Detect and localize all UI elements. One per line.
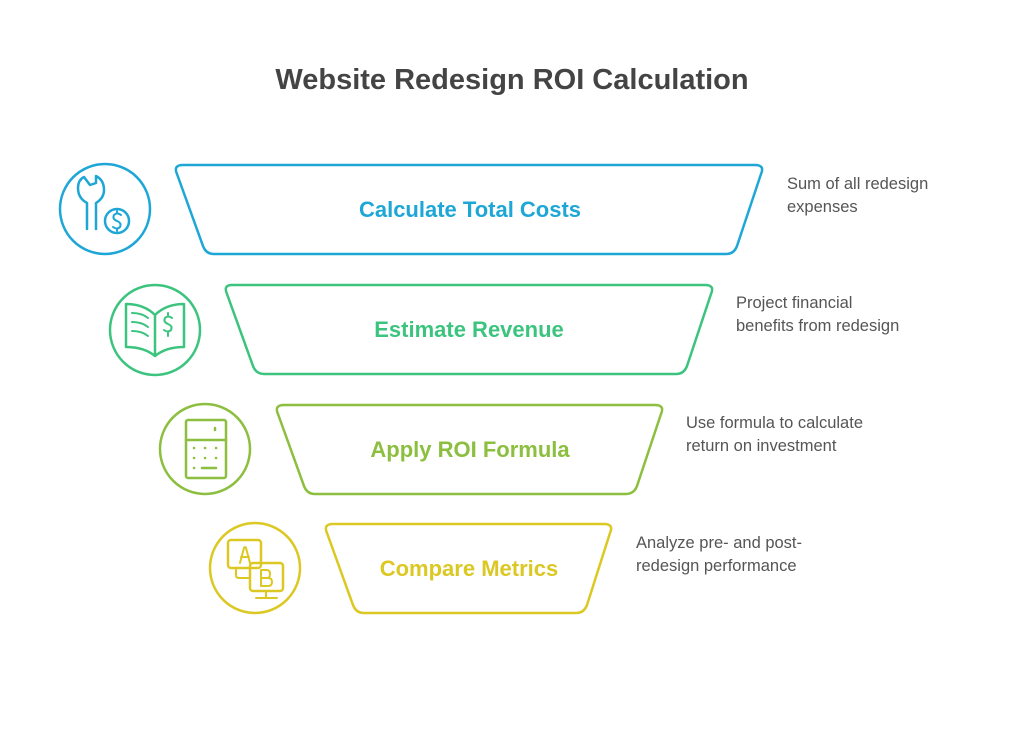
funnel-stage-3 <box>275 403 664 496</box>
step-label-apply-roi-formula: Apply ROI Formula <box>370 437 570 462</box>
wrench-dollar-icon <box>58 162 152 256</box>
book-dollar-icon <box>108 283 202 377</box>
step-label-estimate-revenue: Estimate Revenue <box>374 317 564 342</box>
description-line: return on investment <box>686 437 837 455</box>
diagram-title: Website Redesign ROI Calculation <box>275 64 749 96</box>
step-description-2: Project financial benefits from redesign <box>736 292 936 338</box>
step-description-4: Analyze pre- and post- redesign performa… <box>636 532 836 578</box>
description-line: benefits from redesign <box>736 317 900 335</box>
description-line: Analyze pre- and post- <box>636 534 803 552</box>
ab-test-icon <box>208 521 302 615</box>
description-line: redesign performance <box>636 557 797 575</box>
step-label-compare-metrics: Compare Metrics <box>379 556 559 581</box>
description-line: Sum of all redesign <box>787 175 929 193</box>
description-line: Use formula to calculate <box>686 414 863 432</box>
funnel-stage-4 <box>324 522 613 615</box>
description-line: expenses <box>787 198 858 216</box>
calculator-icon <box>158 402 252 496</box>
step-label-calculate-total-costs: Calculate Total Costs <box>358 197 582 222</box>
description-line: Project financial <box>736 294 853 312</box>
funnel-stage-1 <box>174 163 764 256</box>
funnel-stage-2 <box>224 283 714 376</box>
step-description-1: Sum of all redesign expenses <box>787 173 987 219</box>
step-description-3: Use formula to calculate return on inves… <box>686 412 886 458</box>
